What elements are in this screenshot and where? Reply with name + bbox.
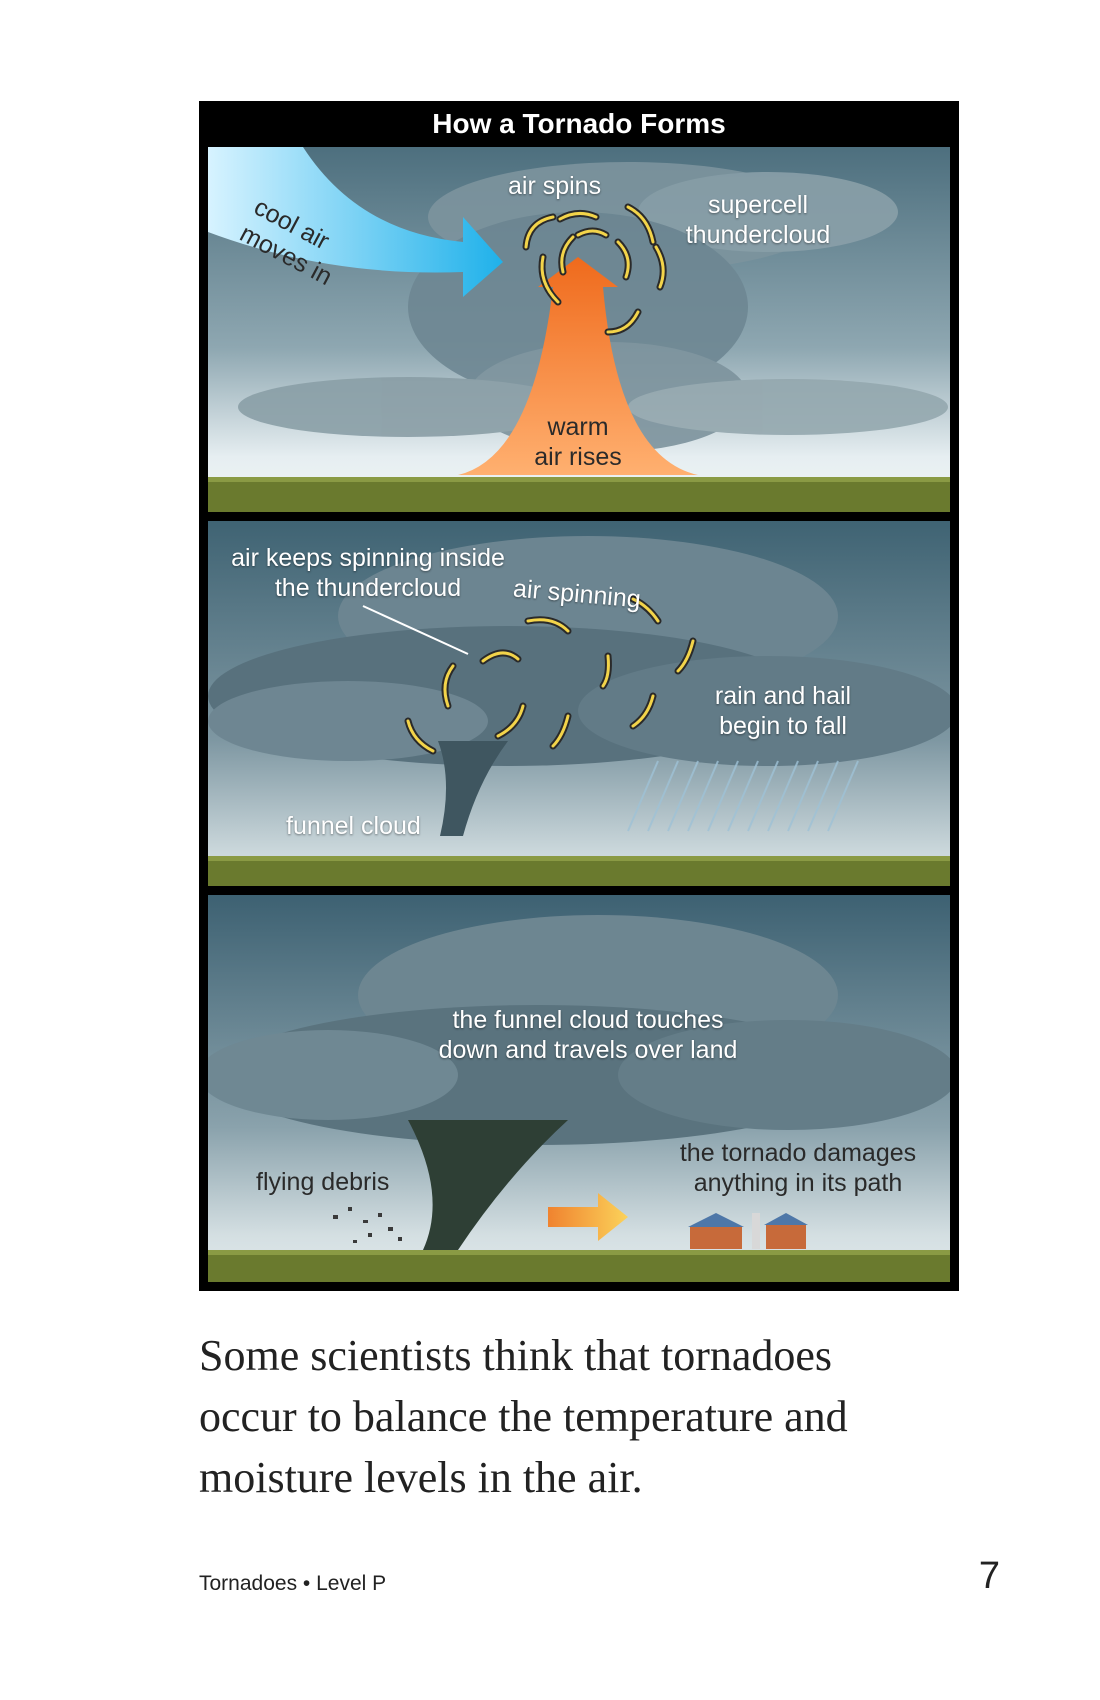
body-line-2: occur to balance the temperature and bbox=[199, 1392, 848, 1441]
body-line-1: Some scientists think that tornadoes bbox=[199, 1331, 833, 1380]
panel-funnel-forms: air keeps spinning inside the thunderclo… bbox=[208, 521, 950, 886]
spin-arrows-highlight bbox=[524, 205, 665, 334]
label-supercell-line2: thundercloud bbox=[685, 221, 831, 249]
direction-arrow bbox=[548, 1193, 628, 1241]
ground-strip bbox=[208, 1250, 950, 1282]
label-warm-air-line2: air rises bbox=[534, 443, 622, 471]
label-warm-air: warm air rises bbox=[513, 412, 643, 472]
label-touches-down-line2: down and travels over land bbox=[438, 1036, 738, 1064]
label-air-spins: air spins bbox=[508, 172, 602, 200]
panel2-illustration bbox=[208, 521, 950, 886]
label-keeps-spinning: air keeps spinning inside the thunderclo… bbox=[218, 543, 518, 603]
label-damages-line2: anything in its path bbox=[693, 1169, 903, 1197]
label-rain-hail-line2: begin to fall bbox=[719, 712, 847, 740]
thundercloud bbox=[208, 915, 950, 1145]
body-paragraph: Some scientists think that tornadoes occ… bbox=[199, 1325, 959, 1508]
panel-cloud-forms: cool air moves in air spins supercell th… bbox=[208, 147, 950, 512]
diagram-figure: How a Tornado Forms bbox=[199, 101, 959, 1291]
farm-buildings bbox=[688, 1213, 808, 1249]
label-touches-down: the funnel cloud touches down and travel… bbox=[428, 1005, 748, 1065]
panel1-illustration bbox=[208, 147, 950, 512]
rain-streaks bbox=[627, 760, 859, 832]
panel-touchdown: the funnel cloud touches down and travel… bbox=[208, 895, 950, 1282]
label-keeps-spinning-line2: the thundercloud bbox=[274, 574, 462, 602]
spin-arrows-highlight bbox=[406, 597, 695, 753]
label-touches-down-line1: the funnel cloud touches bbox=[452, 1006, 724, 1034]
ground-strip bbox=[208, 477, 950, 512]
label-warm-air-line1: warm bbox=[547, 413, 609, 441]
label-flying-debris: flying debris bbox=[256, 1168, 390, 1196]
tornado-funnel bbox=[408, 1120, 568, 1250]
footer-book-title: Tornadoes • Level P bbox=[199, 1572, 387, 1595]
label-damages: the tornado damages anything in its path bbox=[668, 1138, 928, 1198]
label-supercell: supercell thundercloud bbox=[678, 190, 838, 250]
label-supercell-line1: supercell bbox=[707, 191, 809, 219]
panel3-illustration bbox=[208, 895, 950, 1282]
cool-air-arrow bbox=[208, 147, 503, 297]
body-line-3: moisture levels in the air. bbox=[199, 1453, 643, 1502]
debris-particles bbox=[333, 1207, 402, 1243]
label-damages-line1: the tornado damages bbox=[679, 1139, 917, 1167]
page-number: 7 bbox=[978, 1555, 1000, 1597]
label-rain-hail-line1: rain and hail bbox=[714, 682, 852, 710]
warm-air-arrow bbox=[458, 257, 698, 475]
pointer-line bbox=[362, 605, 469, 655]
funnel-cloud-shape bbox=[438, 741, 508, 836]
label-rain-hail: rain and hail begin to fall bbox=[698, 681, 868, 741]
label-keeps-spinning-line1: air keeps spinning inside bbox=[231, 544, 505, 572]
label-funnel-cloud: funnel cloud bbox=[286, 812, 421, 840]
figure-title: How a Tornado Forms bbox=[432, 108, 726, 139]
